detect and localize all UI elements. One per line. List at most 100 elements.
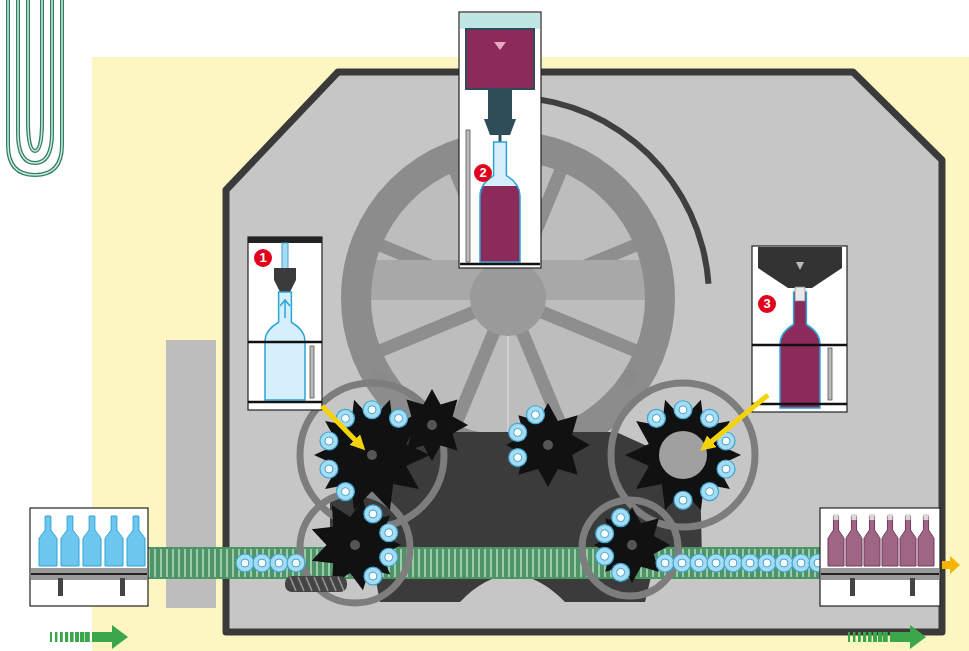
- rail: [248, 401, 322, 404]
- bottle-neck: [780, 559, 788, 567]
- star-wheel-hub: [367, 450, 377, 460]
- bottle-top: [596, 547, 614, 565]
- conveyor-slat: [196, 549, 197, 577]
- conveyor-slat: [448, 549, 449, 577]
- bottle: [105, 516, 123, 566]
- bottle-neck: [797, 559, 805, 567]
- bottle-top: [674, 491, 692, 509]
- star-wheel-hub: [350, 540, 360, 550]
- bottle: [864, 516, 880, 566]
- bottle-top: [390, 409, 408, 427]
- bottle-neck: [241, 559, 249, 567]
- bottle-neck: [695, 559, 703, 567]
- flow-dash: [65, 632, 68, 642]
- bottle: [265, 292, 305, 400]
- conveyor-slat: [550, 549, 551, 577]
- inset-frame: [248, 237, 322, 410]
- conveyor-side: [31, 568, 147, 580]
- bottle-top: [336, 483, 354, 501]
- exit-arrow: [942, 556, 960, 574]
- bottle-neck: [325, 437, 333, 445]
- conveyor-slat: [214, 549, 215, 577]
- screw-thread: [290, 577, 296, 591]
- wheel-rim: [356, 146, 660, 450]
- flow-bar: [890, 632, 910, 642]
- bottle: [882, 516, 898, 566]
- bottle-neck: [706, 414, 714, 422]
- conveyor-slat: [484, 549, 485, 577]
- star-wheel: [594, 507, 670, 583]
- leg: [910, 578, 915, 596]
- bottle-neck: [678, 559, 686, 567]
- conveyor-slat: [472, 549, 473, 577]
- bottle-neck: [395, 414, 403, 422]
- feed-screw: [285, 576, 347, 592]
- conveyor-slat: [526, 549, 527, 577]
- screw-thread: [306, 577, 312, 591]
- rail: [821, 573, 939, 575]
- conveyor: [135, 547, 860, 579]
- tank-lid: [460, 13, 540, 29]
- pin: [622, 370, 638, 386]
- bottle-top: [287, 554, 305, 572]
- pipe-highlight: [28, 0, 42, 151]
- bottle-top: [717, 460, 735, 478]
- bottle-neck: [617, 514, 625, 522]
- flow-head: [112, 625, 128, 649]
- flow-dash: [863, 632, 866, 642]
- conveyor-slat: [460, 549, 461, 577]
- conveyor-slat: [160, 549, 161, 577]
- bottle: [39, 516, 57, 566]
- flow-head: [910, 625, 926, 649]
- conveyor-slat: [502, 549, 503, 577]
- conveyor-slat: [538, 549, 539, 577]
- rail: [460, 263, 540, 266]
- yellow-arrow: [322, 406, 360, 445]
- conveyor-slat: [466, 549, 467, 577]
- bottle-top: [707, 554, 725, 572]
- rod: [310, 346, 314, 398]
- screw-thread: [322, 577, 328, 591]
- bottle-neck: [341, 414, 349, 422]
- wine-tank: [466, 29, 534, 89]
- conveyor-slat: [220, 549, 221, 577]
- bottle-top: [674, 401, 692, 419]
- flow-dash: [80, 632, 84, 642]
- bottle-neck: [385, 529, 393, 537]
- bottle-neck: [341, 488, 349, 496]
- flow-arrow: [796, 262, 804, 270]
- conveyor-slat: [184, 549, 185, 577]
- flow-dash: [70, 632, 74, 642]
- bottle-top: [509, 423, 527, 441]
- bottle-neck: [679, 496, 687, 504]
- flow-arrow: [494, 42, 506, 50]
- flow-dash: [50, 632, 52, 642]
- machine-housing: [226, 72, 942, 632]
- bottle: [780, 292, 820, 408]
- flow-dash: [848, 632, 850, 642]
- flow-dash: [883, 632, 888, 642]
- flow-dash: [60, 632, 63, 642]
- bottle-neck: [661, 559, 669, 567]
- conveyor-slat: [436, 549, 437, 577]
- conveyor-slat: [190, 549, 191, 577]
- conveyor-slat: [232, 549, 233, 577]
- bottle-top: [596, 525, 614, 543]
- screw-thread: [338, 577, 344, 591]
- bottle: [828, 516, 844, 566]
- conveyor-slat: [430, 549, 431, 577]
- filler-nozzle: [484, 119, 516, 135]
- star-wheel: [625, 400, 741, 510]
- rail: [752, 403, 847, 406]
- filler-valve: [488, 89, 512, 119]
- rail: [752, 344, 847, 347]
- bottle-top: [741, 554, 759, 572]
- bottle-top: [673, 554, 691, 572]
- bottle: [127, 516, 145, 566]
- conveyor-slat: [424, 549, 425, 577]
- conveyor-slat: [562, 549, 563, 577]
- conveyor-slat: [532, 549, 533, 577]
- side-panel: [166, 340, 216, 608]
- bottle-top: [647, 409, 665, 427]
- bottle-top: [758, 554, 776, 572]
